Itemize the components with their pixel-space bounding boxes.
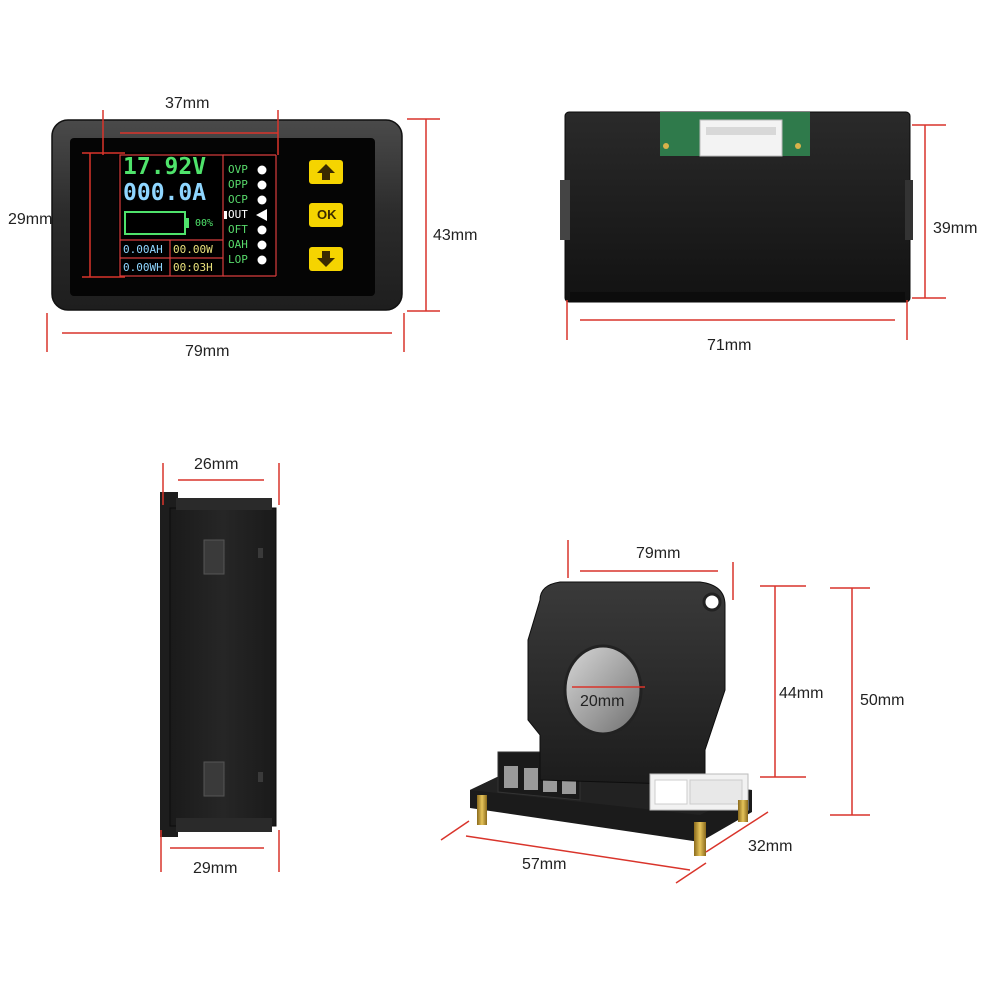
watt-hours-readout: 0.00WH	[123, 261, 163, 274]
power-readout: 00.00W	[173, 243, 213, 256]
down-arrow-icon	[317, 251, 335, 267]
front-dimension-lines	[46, 110, 440, 352]
total-sensor-height-label: 50mm	[860, 692, 905, 709]
ok-button-label: OK	[317, 207, 337, 222]
status-label-opp: OPP	[228, 178, 248, 191]
ok-button[interactable]	[309, 203, 343, 227]
sensor-width-label: 79mm	[636, 545, 681, 562]
battery-percent: 00%	[195, 218, 214, 229]
back-dimension-lines	[566, 124, 946, 340]
up-button[interactable]	[309, 160, 343, 184]
status-label-lop: LOP	[228, 253, 248, 266]
status-label-ocp: OCP	[228, 193, 248, 206]
status-label-oah: OAH	[228, 238, 248, 251]
current-sensor	[470, 581, 752, 856]
board-width-label: 32mm	[748, 838, 793, 855]
back-width-label: 71mm	[707, 337, 752, 354]
side-view	[160, 492, 277, 837]
total-width-label: 79mm	[185, 343, 230, 360]
status-label-out: OUT	[228, 208, 248, 221]
time-readout: 00:03H	[173, 261, 213, 274]
side-top-depth-label: 26mm	[194, 456, 239, 473]
display-width-label: 37mm	[165, 95, 210, 112]
amp-hours-readout: 0.00AH	[123, 243, 163, 256]
current-readout: 000.0A	[123, 180, 207, 206]
up-arrow-icon	[317, 164, 335, 180]
side-bottom-depth-label: 29mm	[193, 860, 238, 877]
status-label-ovp: OVP	[228, 163, 248, 176]
board-length-label: 57mm	[522, 856, 567, 873]
lcd-frame	[119, 154, 277, 277]
display-height-label: 29mm	[8, 211, 53, 228]
out-marker	[224, 211, 227, 219]
sensor-dimension-lines	[440, 540, 870, 884]
status-label-oft: OFT	[228, 223, 248, 236]
back-height-label: 39mm	[933, 220, 978, 237]
status-indicators	[256, 165, 267, 265]
total-height-label: 43mm	[433, 227, 478, 244]
down-button[interactable]	[309, 247, 343, 271]
side-dimension-lines	[160, 463, 280, 872]
back-view	[560, 111, 913, 303]
voltage-readout: 17.92V	[123, 154, 207, 180]
hole-diameter-label: 20mm	[580, 693, 625, 710]
body-height-label: 44mm	[779, 685, 824, 702]
battery-icon	[124, 211, 189, 235]
